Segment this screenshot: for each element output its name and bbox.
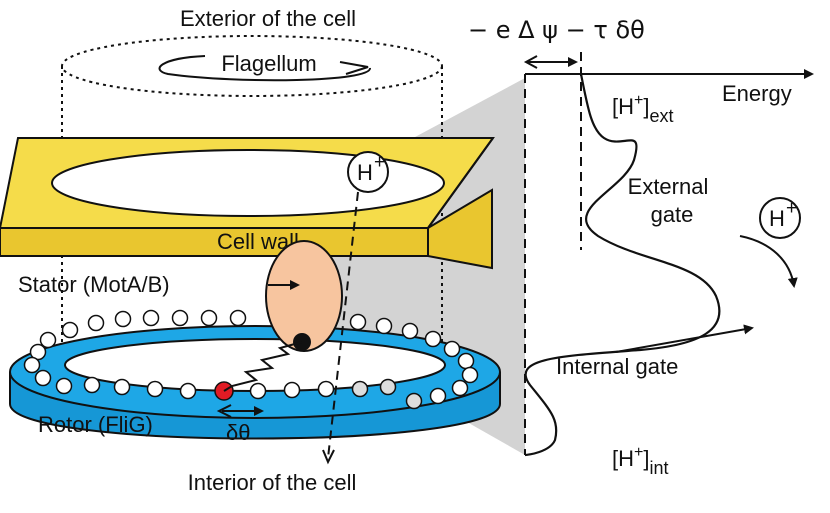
h-ext-label: [H+]ext — [612, 92, 673, 126]
cell-wall-pore — [51, 149, 445, 217]
interior-label: Interior of the cell — [188, 470, 357, 495]
proton-label-gate: H — [769, 206, 785, 231]
energy-equation: − e Δ ψ − τ δθ — [468, 16, 645, 44]
flagellum-label: Flagellum — [221, 51, 316, 76]
proton-circle-wall — [347, 151, 389, 193]
flagellum-rotation-arrow — [158, 55, 371, 82]
rotor-label: Rotor (FliG) — [38, 412, 153, 437]
external-gate-label-line2: gate — [651, 202, 694, 227]
stator-label: Stator (MotA/B) — [18, 272, 170, 297]
energy-profile — [524, 73, 721, 457]
h-int-label: [H+]int — [612, 444, 668, 478]
internal-gate-arrow — [615, 324, 754, 353]
internal-gate-label: Internal gate — [556, 354, 678, 379]
external-gate-arrow — [739, 235, 798, 288]
energy-axis-label: Energy — [722, 81, 792, 106]
external-gate-label-line1: External — [628, 174, 709, 199]
proton-sup-wall: + — [374, 152, 385, 173]
delta-theta-label: δθ — [226, 420, 250, 445]
stator — [265, 240, 343, 352]
proton-circle-gate — [759, 197, 801, 239]
proton-sup-gate: + — [786, 198, 797, 219]
rotor-beads — [23, 309, 479, 410]
proton-label-wall: H — [357, 160, 373, 185]
spring — [223, 341, 303, 392]
exterior-label: Exterior of the cell — [180, 6, 356, 31]
